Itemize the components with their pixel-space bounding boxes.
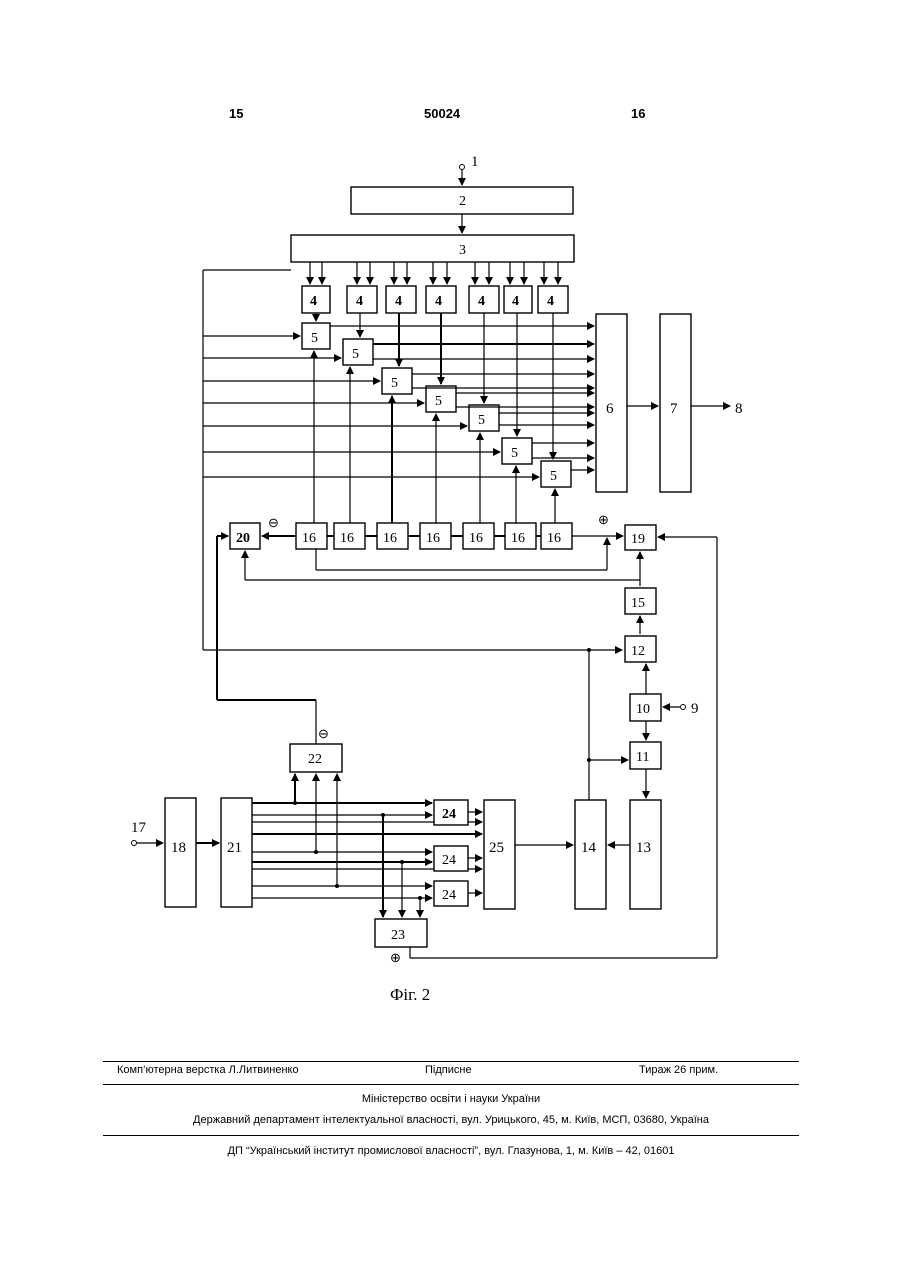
block-10-label: 10	[636, 702, 650, 717]
block-13-label: 13	[636, 840, 651, 856]
block-4-6-label: 4	[512, 294, 519, 309]
block-18-label: 18	[171, 840, 186, 856]
terminal-1-label: 1	[471, 154, 479, 170]
block-5-6-label: 5	[511, 446, 518, 461]
block-5-7-label: 5	[550, 469, 557, 484]
minus-sign-22: ⊖	[318, 726, 329, 741]
block-16-2-label: 16	[340, 531, 354, 546]
footer-rule-top	[103, 1061, 799, 1062]
block-4-4-label: 4	[435, 294, 442, 309]
minus-sign-20: ⊖	[268, 515, 279, 530]
layout-credit: Комп’ютерна верстка Л.Литвиненко	[117, 1064, 299, 1076]
terminal-17	[132, 841, 137, 846]
blocks-16: 16 16 16 16 16 16 16	[296, 523, 572, 549]
block-16-3-label: 16	[383, 531, 397, 546]
blocks-4: 4 4 4 4 4 4 4	[302, 286, 568, 313]
block-16-1-label: 16	[302, 531, 316, 546]
block-4-5-label: 4	[478, 294, 485, 309]
footer-rule-middle	[103, 1084, 799, 1085]
block-22-label: 22	[308, 752, 322, 767]
block-24-2-label: 24	[442, 853, 456, 868]
plus-sign-23: ⊕	[390, 950, 401, 965]
bus-3-to-4	[310, 262, 558, 284]
plus-sign-19: ⊕	[598, 512, 609, 527]
block-24-3-label: 24	[442, 888, 456, 903]
block-5-1-label: 5	[311, 331, 318, 346]
block-5-5-label: 5	[478, 413, 485, 428]
block-5-4-label: 5	[435, 394, 442, 409]
block-4-1-label: 4	[310, 294, 317, 309]
block-4-3-label: 4	[395, 294, 402, 309]
block-3	[291, 235, 574, 262]
figure-caption: Фіг. 2	[390, 985, 430, 1005]
block-12-label: 12	[631, 644, 645, 659]
terminal-9-label: 9	[691, 701, 699, 717]
block-20-label: 20	[236, 531, 250, 546]
block-16-6-label: 16	[511, 531, 525, 546]
footer-rule-bottom	[103, 1135, 799, 1136]
block-4-7-label: 4	[547, 294, 554, 309]
block-6-label: 6	[606, 401, 614, 417]
block-4-2-label: 4	[356, 294, 363, 309]
block-5-3-label: 5	[391, 376, 398, 391]
terminal-1	[460, 165, 465, 170]
block-21-label: 21	[227, 840, 242, 856]
block-23-label: 23	[391, 928, 405, 943]
block-3-label: 3	[459, 243, 466, 258]
terminal-9	[681, 705, 686, 710]
department: Державний департамент інтелектуальної вл…	[103, 1114, 799, 1126]
block-19-label: 19	[631, 532, 645, 547]
block-5-2-label: 5	[352, 347, 359, 362]
block-11-label: 11	[636, 750, 649, 765]
block-16-7-label: 16	[547, 531, 561, 546]
block-25-label: 25	[489, 840, 504, 856]
signed-label: Підписне	[425, 1064, 472, 1076]
ministry: Міністерство освіти і науки України	[103, 1093, 799, 1105]
institute: ДП “Український інститут промислової вла…	[103, 1145, 799, 1157]
block-16-5-label: 16	[469, 531, 483, 546]
block-15-label: 15	[631, 596, 645, 611]
block-2-label: 2	[459, 194, 466, 209]
block-14-label: 14	[581, 840, 597, 856]
block-16-4-label: 16	[426, 531, 440, 546]
block-24-1-label: 24	[442, 807, 456, 822]
terminal-8-label: 8	[735, 401, 743, 417]
terminal-17-label: 17	[131, 820, 147, 836]
circulation: Тираж 26 прим.	[639, 1064, 718, 1076]
block-7-label: 7	[670, 401, 678, 417]
